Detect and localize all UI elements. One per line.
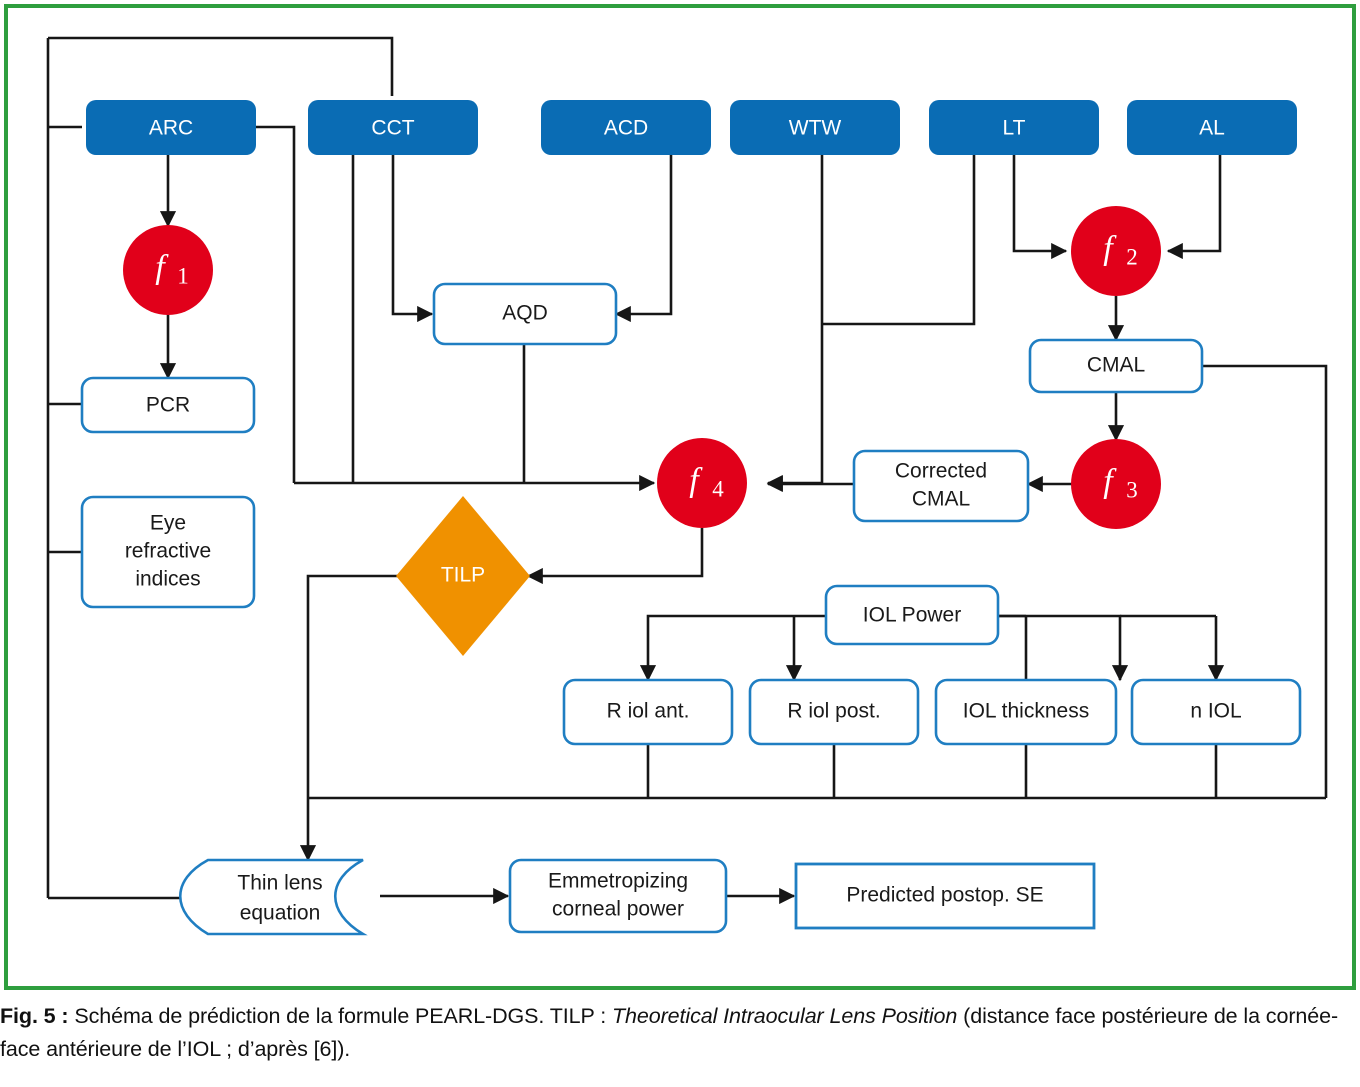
- input-node-lt[interactable]: LT: [929, 100, 1099, 155]
- node-r-iol-ant[interactable]: R iol ant.: [562, 678, 734, 746]
- input-node-lt-label: LT: [1003, 117, 1026, 140]
- figure-frame: ARC CCT ACD WTW LT AL: [4, 4, 1356, 990]
- node-thin-lens-equation-line2: equation: [240, 902, 321, 925]
- decision-node-tilp[interactable]: TILP: [396, 496, 530, 656]
- function-node-f2-sub: 2: [1126, 244, 1138, 269]
- flowchart-diagram: ARC CCT ACD WTW LT AL: [46, 36, 1328, 936]
- node-eye-refractive-indices-line3: indices: [135, 568, 200, 591]
- figure-caption-part2: (distance face postérieure de la cornée-…: [0, 1004, 1339, 1061]
- node-cmal-label: CMAL: [1087, 354, 1145, 377]
- input-node-arc[interactable]: ARC: [86, 100, 256, 155]
- input-node-wtw-label: WTW: [789, 117, 842, 140]
- figure-caption: Fig. 5 : Schéma de prédiction de la form…: [0, 1000, 1360, 1066]
- node-iol-thickness[interactable]: IOL thickness: [934, 678, 1118, 746]
- node-pcr-label: PCR: [146, 394, 190, 417]
- node-emmetropizing-corneal-power[interactable]: Emmetropizing corneal power: [508, 858, 728, 934]
- function-node-f3[interactable]: f 3: [1071, 439, 1161, 529]
- input-node-arc-label: ARC: [149, 117, 193, 140]
- input-node-al[interactable]: AL: [1127, 100, 1297, 155]
- figure-caption-part1: Schéma de prédiction de la formule PEARL…: [68, 1004, 612, 1028]
- figure-caption-label: Fig. 5 :: [0, 1004, 69, 1028]
- function-node-f1[interactable]: f 1: [123, 225, 213, 315]
- node-r-iol-post-label: R iol post.: [787, 700, 880, 723]
- input-node-wtw[interactable]: WTW: [730, 100, 900, 155]
- input-node-cct[interactable]: CCT: [308, 100, 478, 155]
- input-node-cct-label: CCT: [371, 117, 414, 140]
- function-node-f4-sub: 4: [712, 476, 724, 501]
- node-cmal[interactable]: CMAL: [1028, 338, 1204, 394]
- node-corrected-cmal-line1: Corrected: [895, 460, 987, 483]
- input-node-acd-label: ACD: [604, 117, 648, 140]
- node-thin-lens-equation[interactable]: Thin lens equation: [179, 858, 368, 936]
- node-r-iol-ant-label: R iol ant.: [607, 700, 690, 723]
- function-node-f2[interactable]: f 2: [1071, 206, 1161, 296]
- node-iol-power[interactable]: IOL Power: [824, 584, 1000, 646]
- connector-lines: [46, 36, 1328, 907]
- node-iol-power-label: IOL Power: [863, 604, 961, 627]
- function-node-f3-sub: 3: [1126, 477, 1138, 502]
- input-node-acd[interactable]: ACD: [541, 100, 711, 155]
- node-n-iol-label: n IOL: [1190, 700, 1241, 723]
- function-node-f1-sub: 1: [177, 263, 189, 288]
- node-emmetropizing-line1: Emmetropizing: [548, 870, 688, 893]
- node-emmetropizing-line2: corneal power: [552, 898, 684, 921]
- node-aqd-label: AQD: [502, 302, 548, 325]
- node-corrected-cmal-line2: CMAL: [912, 488, 970, 511]
- node-iol-thickness-label: IOL thickness: [963, 700, 1089, 723]
- node-eye-refractive-indices-line2: refractive: [125, 540, 211, 563]
- figure-caption-italic: Theoretical Intraocular Lens Position: [612, 1004, 958, 1028]
- function-node-f4[interactable]: f 4: [657, 438, 747, 528]
- node-predicted-postop-se[interactable]: Predicted postop. SE: [794, 862, 1096, 930]
- node-eye-refractive-indices[interactable]: Eye refractive indices: [80, 495, 256, 609]
- node-pcr[interactable]: PCR: [80, 376, 256, 434]
- node-predicted-postop-se-label: Predicted postop. SE: [846, 884, 1043, 907]
- node-n-iol[interactable]: n IOL: [1130, 678, 1302, 746]
- node-aqd[interactable]: AQD: [432, 282, 618, 346]
- node-eye-refractive-indices-line1: Eye: [150, 512, 186, 535]
- node-corrected-cmal[interactable]: Corrected CMAL: [852, 449, 1030, 523]
- node-r-iol-post[interactable]: R iol post.: [748, 678, 920, 746]
- node-thin-lens-equation-line1: Thin lens: [237, 872, 322, 895]
- input-node-al-label: AL: [1199, 117, 1225, 140]
- decision-node-tilp-label: TILP: [441, 564, 485, 587]
